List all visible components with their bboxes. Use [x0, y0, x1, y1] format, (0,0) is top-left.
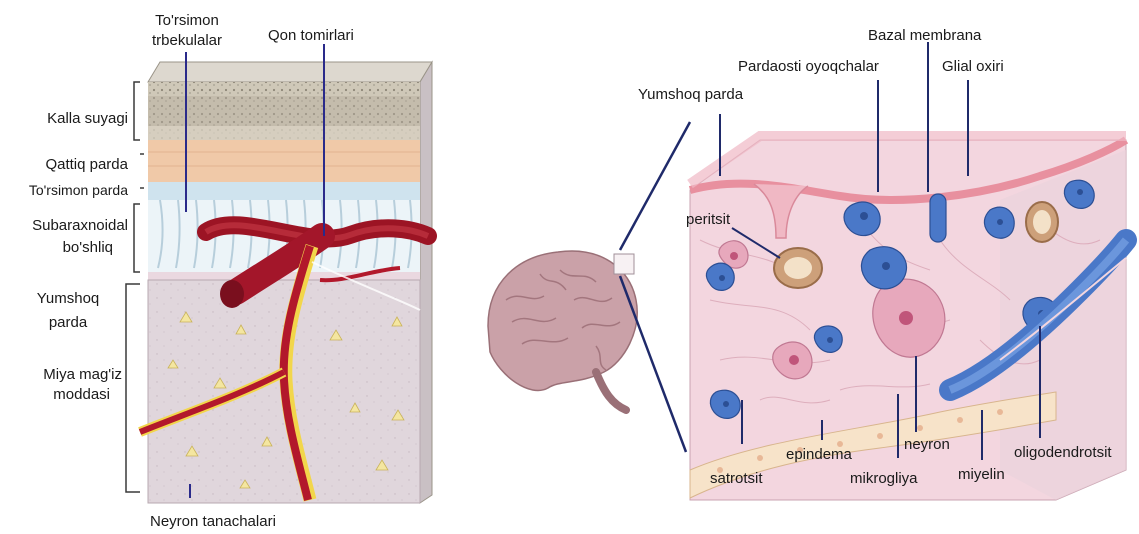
label-torsimon-parda: To'rsimon parda	[2, 182, 128, 199]
label-neyron-tanachalari: Neyron tanachalari	[150, 513, 276, 530]
label-epindema: epindema	[786, 446, 852, 463]
block-top-face	[148, 62, 432, 82]
label-qattiq-parda: Qattiq parda	[10, 156, 128, 173]
label-torsimon-trabekulalar-line2: trbekulalar	[140, 32, 234, 49]
label-miya-line1: Miya mag'iz	[10, 366, 122, 383]
meninges-block	[140, 62, 432, 503]
label-subaraxnoidal-line1: Subaraxnoidal	[10, 217, 128, 234]
arachnoid-layer	[148, 182, 420, 200]
block-right-face	[420, 62, 432, 503]
label-glial-oxiri: Glial oxiri	[942, 58, 1004, 75]
label-kalla-suyagi: Kalla suyagi	[10, 110, 128, 127]
label-satrotsit: satrotsit	[710, 470, 763, 487]
label-qon-tomirlari: Qon tomirlari	[268, 27, 354, 44]
label-pardaosti-oyoqchalar: Pardaosti oyoqchalar	[738, 58, 879, 75]
label-oligodendrotsit: oligodendrotsit	[1014, 444, 1112, 461]
label-yumshoq-parda-right: Yumshoq parda	[638, 86, 743, 103]
label-yumshoq-parda-line1: Yumshoq	[20, 290, 116, 307]
label-miya-line2: moddasi	[10, 386, 110, 403]
label-mikrogliya: mikrogliya	[850, 470, 918, 487]
label-bazal-membrana: Bazal membrana	[868, 27, 981, 44]
label-torsimon-trabekulalar-line1: To'rsimon	[144, 12, 230, 29]
label-peritsit: peritsit	[686, 211, 730, 228]
label-subaraxnoidal-line2: bo'shliq	[10, 239, 113, 256]
dura-layer	[148, 140, 420, 182]
label-miyelin: miyelin	[958, 466, 1005, 483]
label-neyron: neyron	[904, 436, 950, 453]
label-yumshoq-parda-line2: parda	[20, 314, 116, 331]
brain-illustration	[488, 251, 637, 410]
